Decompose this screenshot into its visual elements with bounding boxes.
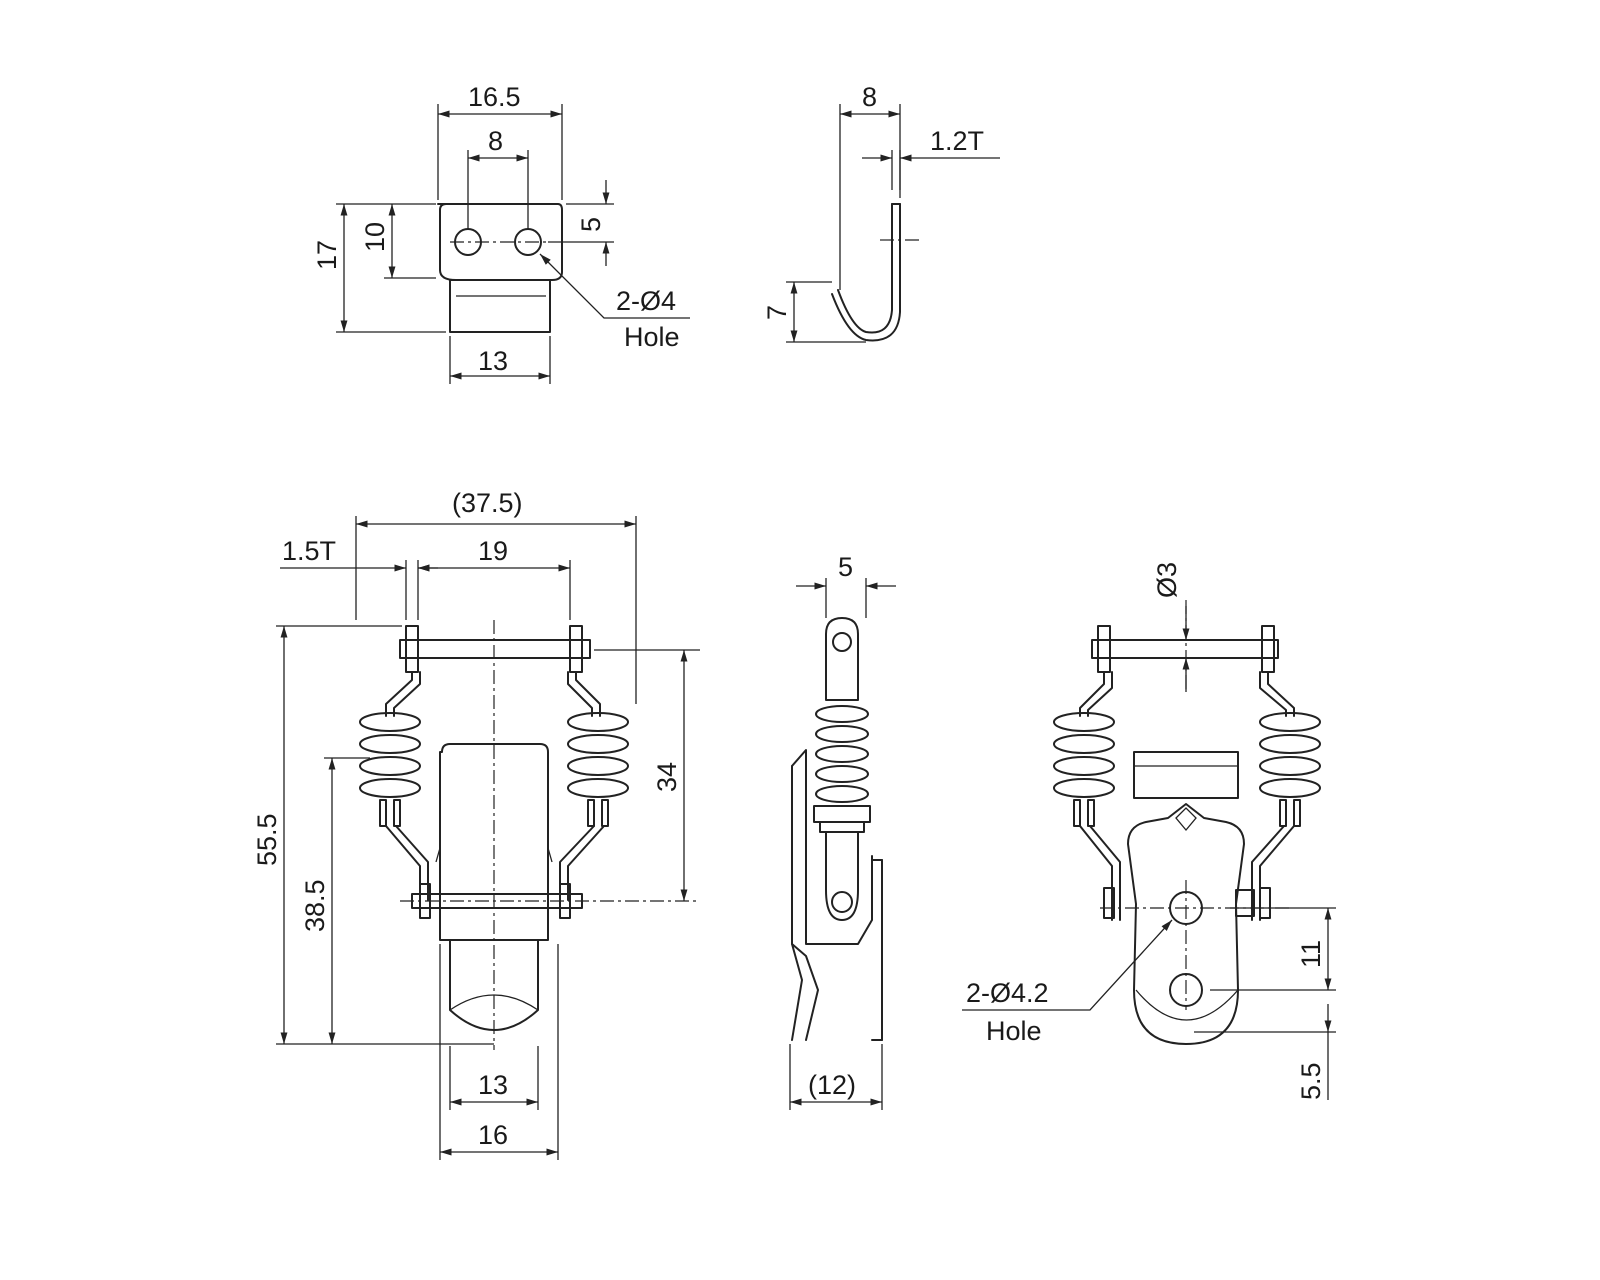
top-hole-offset-label: 5 xyxy=(576,217,606,232)
back-spring-right xyxy=(1259,712,1321,827)
side-view-latch: 5 (12) xyxy=(789,552,896,1110)
front-inner-width-label: 19 xyxy=(478,536,508,566)
top-height-label: 17 xyxy=(312,240,342,270)
top-hole-spacing-label: 8 xyxy=(488,126,503,156)
back-hole-callout-sub: Hole xyxy=(986,1016,1042,1046)
side-small-width-label: 8 xyxy=(862,82,877,112)
back-bottom-label: 5.5 xyxy=(1296,1062,1326,1100)
side-large-bottom-label: (12) xyxy=(808,1070,856,1100)
side-small-thickness-label: 1.2T xyxy=(930,126,984,156)
front-bottom-inner-label: 13 xyxy=(478,1070,508,1100)
top-width-label: 16.5 xyxy=(468,82,521,112)
back-hole-callout: 2-Ø4.2 xyxy=(966,978,1049,1008)
front-thickness-label: 1.5T xyxy=(282,536,336,566)
front-spring-left xyxy=(359,712,421,827)
top-hole-height-label: 10 xyxy=(360,222,390,252)
front-overall-width-label: (37.5) xyxy=(452,488,523,518)
top-view-strike-plate: 16.5 8 17 10 5 13 2-Ø4 Hole xyxy=(312,82,690,384)
front-height-right-label: 34 xyxy=(652,762,682,792)
side-large-top-label: 5 xyxy=(838,552,853,582)
back-spacing-label: 11 xyxy=(1296,940,1326,968)
front-bottom-outer-label: 16 xyxy=(478,1120,508,1150)
top-hole-callout-sub: Hole xyxy=(624,322,680,352)
side-view-hook-profile: 8 1.2T 7 xyxy=(762,82,1000,343)
front-height-total-label: 55.5 xyxy=(252,813,282,866)
front-height-mid-label: 38.5 xyxy=(300,879,330,932)
top-hole-callout: 2-Ø4 xyxy=(616,286,676,316)
side-small-height-label: 7 xyxy=(762,305,792,320)
back-view-latch: Ø3 2-Ø4.2 Hole 11 5.5 xyxy=(962,562,1336,1100)
top-bottom-width-label: 13 xyxy=(478,346,508,376)
back-diameter-label: Ø3 xyxy=(1152,562,1182,598)
front-view-latch: (37.5) 1.5T 19 55.5 38.5 34 13 16 xyxy=(252,488,700,1160)
front-spring-right xyxy=(567,712,629,827)
back-spring-left xyxy=(1053,712,1115,827)
